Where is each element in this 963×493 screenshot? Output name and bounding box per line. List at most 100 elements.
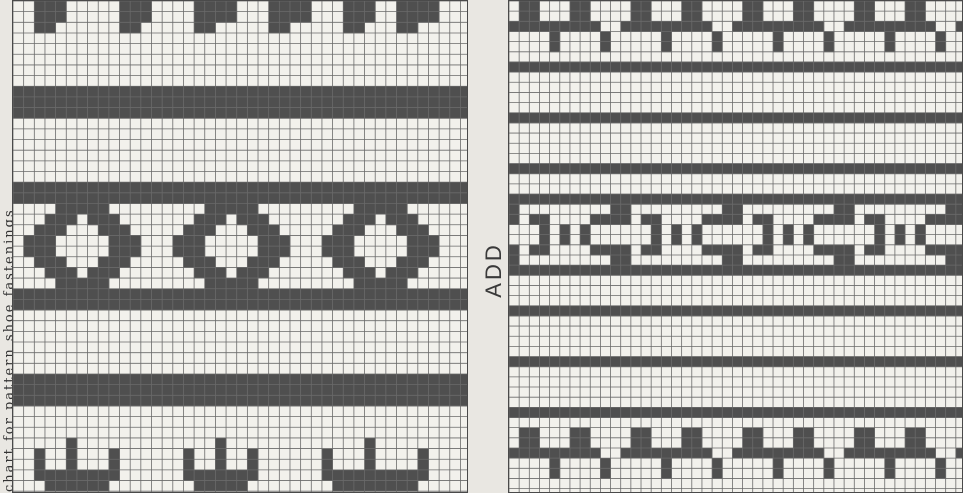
stitch-cell [773, 357, 784, 368]
stitch-cell [671, 62, 682, 73]
stitch-cell [141, 395, 152, 406]
stitch-cell [824, 214, 835, 225]
stitch-cell [205, 214, 216, 225]
stitch-cell [824, 407, 835, 418]
stitch-cell [24, 97, 35, 108]
stitch-cell [854, 265, 865, 276]
stitch-cell [803, 1, 814, 12]
stitch-cell [712, 468, 723, 479]
stitch-cell [183, 395, 194, 406]
stitch-cell [333, 385, 344, 396]
stitch-cell [45, 182, 56, 193]
stitch-cell [56, 481, 67, 492]
stitch-cell [45, 374, 56, 385]
stitch-cell [743, 113, 754, 124]
stitch-cell [45, 97, 56, 108]
stitch-cell [215, 470, 226, 481]
stitch-cell [66, 267, 77, 278]
stitch-cell [397, 470, 408, 481]
stitch-cell [66, 182, 77, 193]
stitch-cell [66, 481, 77, 492]
stitch-cell [732, 194, 743, 205]
stitch-cell [864, 407, 875, 418]
stitch-cell [237, 97, 248, 108]
stitch-cell [354, 214, 365, 225]
stitch-cell [895, 164, 906, 175]
stitch-cell [844, 306, 855, 317]
stitch-cell [580, 113, 591, 124]
stitch-cell [529, 448, 540, 459]
stitch-cell [956, 245, 962, 256]
stitch-cell [237, 289, 248, 300]
stitch-cell [407, 374, 418, 385]
stitch-cell [215, 289, 226, 300]
stitch-cell [875, 407, 886, 418]
stitch-cell [702, 164, 713, 175]
stitch-cell [692, 1, 703, 12]
stitch-cell [88, 278, 99, 289]
stitch-cell [77, 374, 88, 385]
stitch-cell [895, 357, 906, 368]
stitch-cell [205, 203, 216, 214]
stitch-cell [864, 62, 875, 73]
stitch-cell [570, 448, 581, 459]
stitch-cell [397, 193, 408, 204]
stitch-cell [864, 428, 875, 439]
stitch-cell [864, 245, 875, 256]
stitch-cell [130, 235, 141, 246]
stitch-cell [98, 193, 109, 204]
stitch-cell [205, 385, 216, 396]
stitch-cell [550, 357, 561, 368]
stitch-cell [621, 306, 632, 317]
stitch-cell [343, 299, 354, 310]
stitch-cell [763, 265, 774, 276]
stitch-cell [333, 470, 344, 481]
stitch-cell [13, 193, 24, 204]
stitch-cell [844, 357, 855, 368]
stitch-cell [343, 374, 354, 385]
stitch-cell [77, 481, 88, 492]
stitch-cell [290, 12, 301, 23]
stitch-cell [936, 113, 947, 124]
stitch-cell [580, 357, 591, 368]
stitch-cell [269, 257, 280, 268]
stitch-cell [237, 385, 248, 396]
stitch-cell [753, 1, 764, 12]
stitch-cell [194, 267, 205, 278]
stitch-cell [258, 246, 269, 257]
stitch-cell [600, 306, 611, 317]
stitch-cell [824, 164, 835, 175]
stitch-cell [397, 267, 408, 278]
stitch-cell [783, 21, 794, 32]
stitch-cell [247, 267, 258, 278]
stitch-cell [956, 214, 962, 225]
stitch-cell [450, 108, 461, 119]
stitch-cell [120, 246, 131, 257]
stitch-cell [946, 407, 957, 418]
stitch-cell [205, 182, 216, 193]
stitch-cell [343, 395, 354, 406]
stitch-cell [173, 235, 184, 246]
stitch-cell [226, 374, 237, 385]
stitch-cell [13, 86, 24, 97]
stitch-cell [682, 357, 693, 368]
stitch-cell [509, 204, 520, 215]
stitch-cell [763, 164, 774, 175]
stitch-cell [915, 235, 926, 246]
stitch-cell [173, 108, 184, 119]
stitch-cell [407, 470, 418, 481]
stitch-cell [854, 357, 865, 368]
stitch-cell [205, 22, 216, 33]
stitch-cell [915, 62, 926, 73]
stitch-cell [130, 395, 141, 406]
stitch-cell [407, 267, 418, 278]
stitch-cell [682, 448, 693, 459]
stitch-cell [418, 235, 429, 246]
stitch-cell [793, 62, 804, 73]
stitch-cell [343, 214, 354, 225]
stitch-cell [915, 306, 926, 317]
stitch-cell [130, 193, 141, 204]
stitch-cell [269, 108, 280, 119]
stitch-cell [151, 108, 162, 119]
stitch-cell [702, 265, 713, 276]
